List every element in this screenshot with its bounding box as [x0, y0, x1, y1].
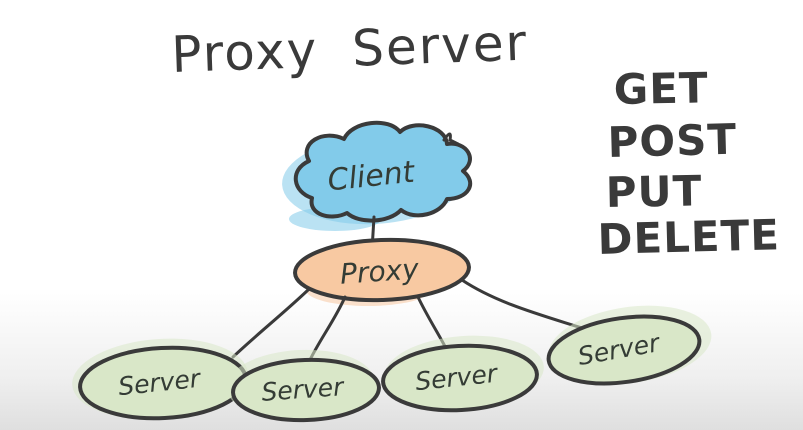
server-node-1: Server — [72, 338, 248, 421]
server-ellipse-4 — [546, 314, 702, 386]
http-methods-list: GET POST PUT DELETE — [597, 63, 781, 264]
server-node-2: Server — [226, 349, 381, 423]
client-cloud-shape — [293, 120, 473, 223]
http-method-post: POST — [607, 115, 738, 167]
http-method-get: GET — [613, 63, 709, 114]
proxy-ellipse — [293, 237, 471, 303]
proxy-label: Proxy — [339, 252, 420, 290]
cloud-flick-stroke — [442, 132, 460, 146]
http-method-delete: DELETE — [597, 210, 781, 264]
diagram-title: Proxy Server — [170, 14, 529, 84]
server-label-2: Server — [261, 372, 347, 407]
http-method-put: PUT — [605, 166, 702, 217]
proxy-node: Proxy — [293, 237, 471, 306]
proxy-server4-connector — [460, 278, 590, 332]
server-ellipse-2 — [231, 357, 381, 423]
server-node-3: Server — [381, 335, 544, 413]
server-ellipse-3 — [381, 343, 539, 413]
server-node-4: Server — [546, 305, 712, 386]
client-node: Client — [282, 120, 473, 231]
proxy-server1-connector — [231, 288, 310, 359]
